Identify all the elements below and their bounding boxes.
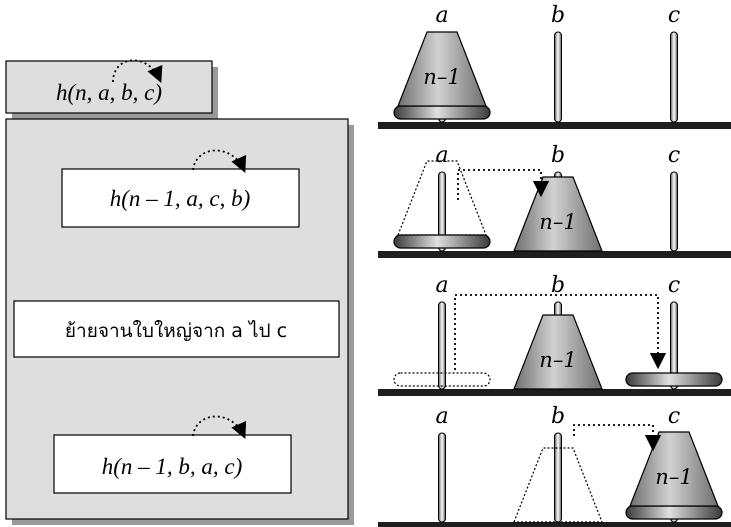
stack-label: n–1 [539, 348, 576, 372]
big-disk [394, 106, 490, 119]
towers-of-hanoi: a b c n–1 a b c n–1 a b c n–1 a b c n–1 [378, 3, 731, 527]
move-arrow [458, 170, 541, 200]
stack-label: n–1 [655, 465, 692, 489]
stack-label: n–1 [423, 65, 460, 89]
peg-label: c [668, 273, 680, 298]
call-label: h(n, a, b, c) [56, 80, 162, 105]
peg [439, 433, 446, 522]
peg-label: a [435, 143, 448, 168]
peg [439, 302, 446, 389]
step-label: h(n – 1, b, a, c) [102, 454, 243, 479]
peg-label: a [435, 3, 448, 28]
move-arrow [574, 425, 653, 448]
peg-label: c [668, 3, 680, 28]
base-bar [378, 251, 731, 258]
peg-label: b [551, 3, 565, 28]
peg-label: b [551, 404, 565, 429]
base-bar [378, 389, 731, 396]
step-label: h(n – 1, a, c, b) [110, 186, 251, 211]
peg [671, 172, 678, 251]
peg-label: a [435, 273, 448, 298]
peg-label: b [551, 273, 565, 298]
peg [671, 32, 678, 122]
big-disk [626, 506, 722, 519]
peg [555, 433, 562, 522]
call-block: h(n, a, b, c) h(n – 1, a, c, b) ย้ายจานใ… [6, 60, 354, 525]
step-label: ย้ายจานใบใหญ่จาก a ไป c [65, 320, 287, 342]
base-bar [378, 522, 731, 527]
peg-label: b [551, 143, 565, 168]
peg-label: c [668, 143, 680, 168]
peg-label: c [668, 404, 680, 429]
stack-label: n–1 [539, 210, 576, 234]
peg-label: a [435, 404, 448, 429]
base-bar [378, 122, 731, 129]
big-disk [394, 235, 490, 248]
peg [555, 32, 562, 122]
big-disk [626, 373, 722, 386]
